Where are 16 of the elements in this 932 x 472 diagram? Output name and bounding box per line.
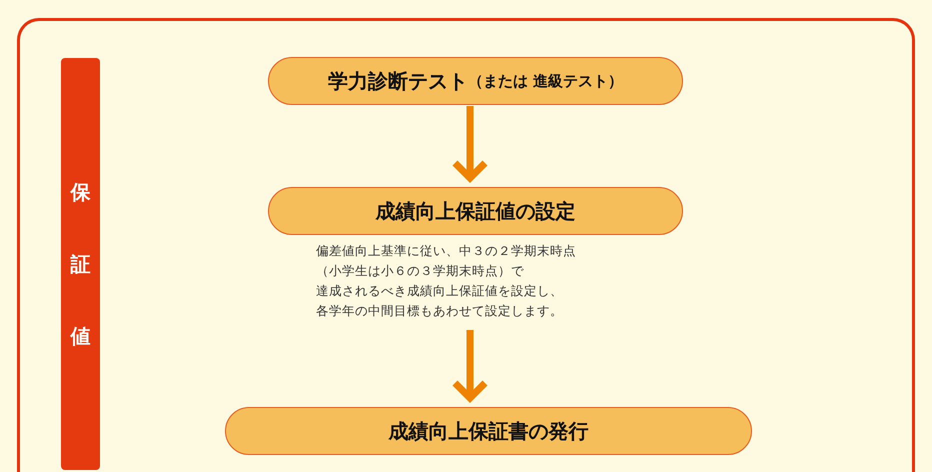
step-label: 成績向上保証書の発行	[388, 418, 588, 444]
down-arrow	[452, 106, 488, 182]
step-description: 偏差値向上基準に従い、中３の２学期末時点	[316, 242, 576, 260]
step-description: 各学年の中間目標もあわせて設定します。	[316, 302, 563, 320]
process-pill	[268, 187, 683, 235]
vertical-label-bar	[61, 58, 100, 470]
step-label: 学力診断テスト	[328, 68, 468, 94]
step-description: 達成されるべき成績向上保証値を設定し、	[316, 282, 563, 300]
vertical-label: 保証値	[70, 179, 90, 350]
step-label: 成績向上保証値の設定	[376, 198, 576, 224]
step-description: （小学生は小６の３学期末時点）で	[316, 262, 524, 280]
step-label: （または 進級テスト）	[468, 72, 624, 90]
process-pill	[225, 407, 752, 455]
down-arrow	[452, 330, 488, 402]
process-pill	[268, 57, 683, 105]
panel-background	[17, 18, 915, 472]
